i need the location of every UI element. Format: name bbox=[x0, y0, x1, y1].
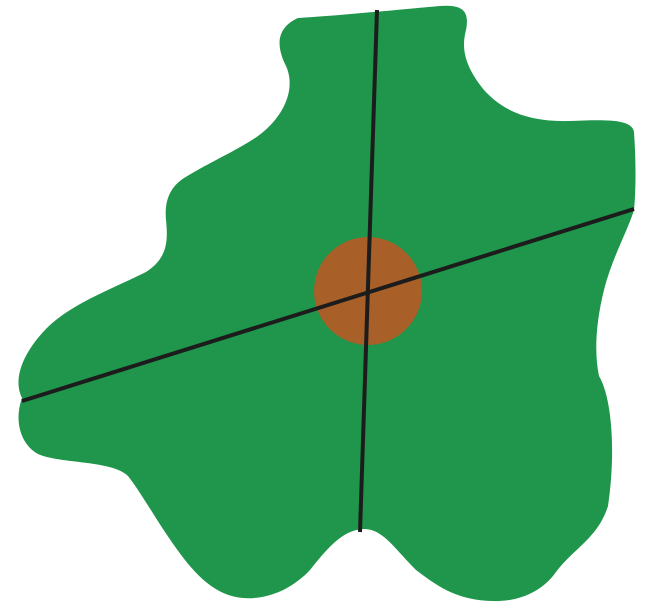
diagram-svg bbox=[0, 0, 648, 603]
diagram-canvas bbox=[0, 0, 648, 603]
